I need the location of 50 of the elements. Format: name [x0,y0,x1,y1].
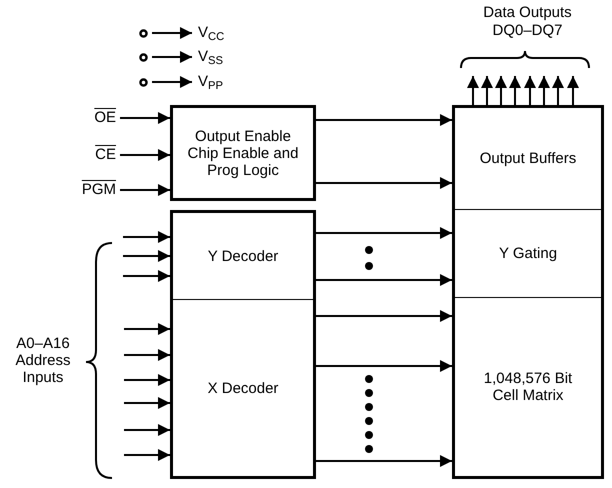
arrow [124,449,170,461]
arrow [316,114,452,126]
arrow [495,76,507,105]
logic-block [170,105,316,201]
signal-label: CE [95,144,116,165]
arrow [316,274,452,286]
arrow [552,76,564,105]
supply-label: V$_{CC}$ [198,22,224,44]
arrow [524,76,536,105]
arrow [120,112,170,124]
block-label: Y Decoder [208,248,278,264]
arrow [152,76,192,88]
arrow [538,76,550,105]
supply-label: V$_{SS}$ [198,46,224,68]
arrow [316,455,452,467]
arrow [124,323,170,335]
arrow [152,51,192,63]
block-label: Output Enable Chip Enable and Prog Logic [186,128,300,178]
signal-label: OE [94,108,116,128]
signal-label: PGM [82,180,116,200]
supply-label: V$_{PP}$ [198,72,224,94]
arrow [152,27,192,39]
arrow [467,76,479,105]
bus-label: A0–A16 Address Inputs [14,335,72,386]
arrow [316,310,452,322]
y-gating-block [452,210,604,298]
arrow [124,374,170,386]
block-label: Output Buffers [480,150,576,167]
data-outputs-label: Data Outputs DQ0–DQ7 [482,4,573,40]
arrow [120,149,170,161]
block-label: 1,048,576 Bit Cell Matrix [482,370,574,404]
arrow [124,349,170,361]
arrow [316,360,452,372]
arrow [124,424,170,436]
cell-matrix-block [452,298,604,479]
block-label: Y Gating [498,245,558,262]
block-label: X Decoder [208,380,278,396]
arrow [316,177,452,189]
arrow [509,76,521,105]
arrow [123,231,170,243]
arrow [123,270,170,282]
arrow [316,227,452,239]
x-decoder-block [170,300,316,479]
output-buffers-block [452,105,604,210]
arrow [123,250,170,262]
y-decoder-block [170,210,316,300]
arrow [567,76,579,105]
arrow [120,184,170,196]
arrow [481,76,493,105]
arrow [124,397,170,409]
